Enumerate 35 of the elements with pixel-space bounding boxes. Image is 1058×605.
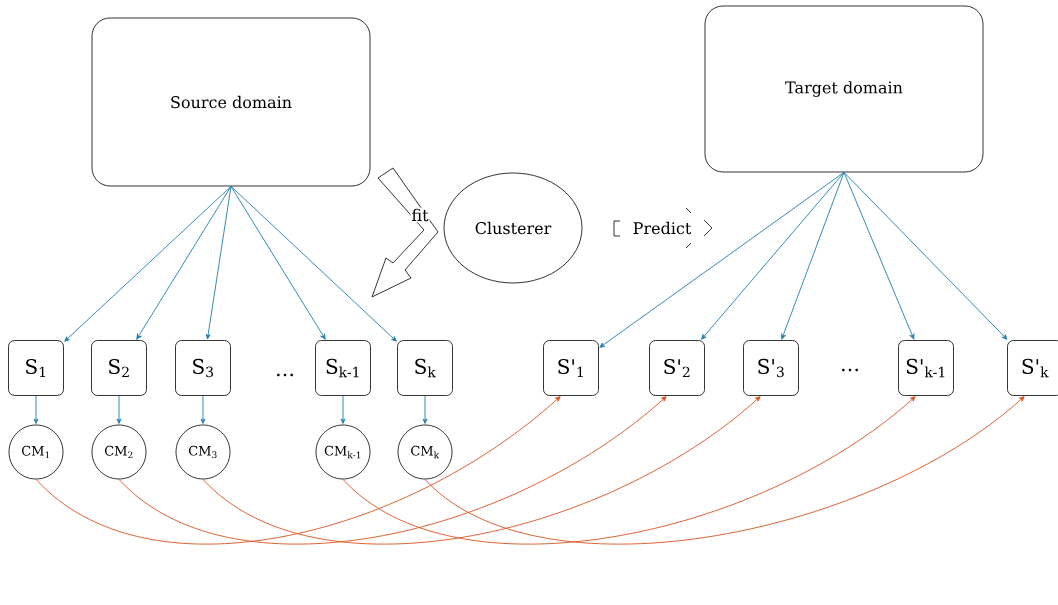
arrow-label: fit [410,207,430,223]
subset-box: S$_{2}$ [91,340,147,396]
domain-box: Source domain [91,17,371,187]
arrow-label: Predict [631,220,693,236]
arrow [202,396,761,544]
arrow [136,185,232,340]
arrow [118,396,667,544]
arrow [35,396,561,544]
arrow [701,171,845,340]
subset-box: S'$_{k}$ [1007,340,1058,396]
arrow [116,395,122,424]
domain-box: Target domain [704,5,984,173]
ellipsis: … [839,367,861,373]
arrow [200,395,206,424]
ellipsis: … [274,372,296,378]
arrow [340,395,346,424]
subset-box: S$_{k-1}$ [315,340,371,396]
arrow [230,185,397,342]
arrow [424,396,1025,544]
subset-box: S$_{k}$ [397,340,453,396]
subset-box: S$_{1}$ [8,340,64,396]
arrow [422,395,428,424]
arrow [342,396,916,544]
subset-box: S'$_{k-1}$ [898,340,954,396]
arrow [843,171,1008,340]
arrow [33,395,39,424]
subset-box: S'$_{1}$ [543,340,599,396]
subset-box: S'$_{3}$ [743,340,799,396]
arrow [64,185,232,342]
arrow [843,171,915,340]
arrow [205,185,232,340]
subset-box: S'$_{2}$ [649,340,705,396]
arrow [781,171,845,340]
arrow [599,171,845,348]
subset-box: S$_{3}$ [175,340,231,396]
